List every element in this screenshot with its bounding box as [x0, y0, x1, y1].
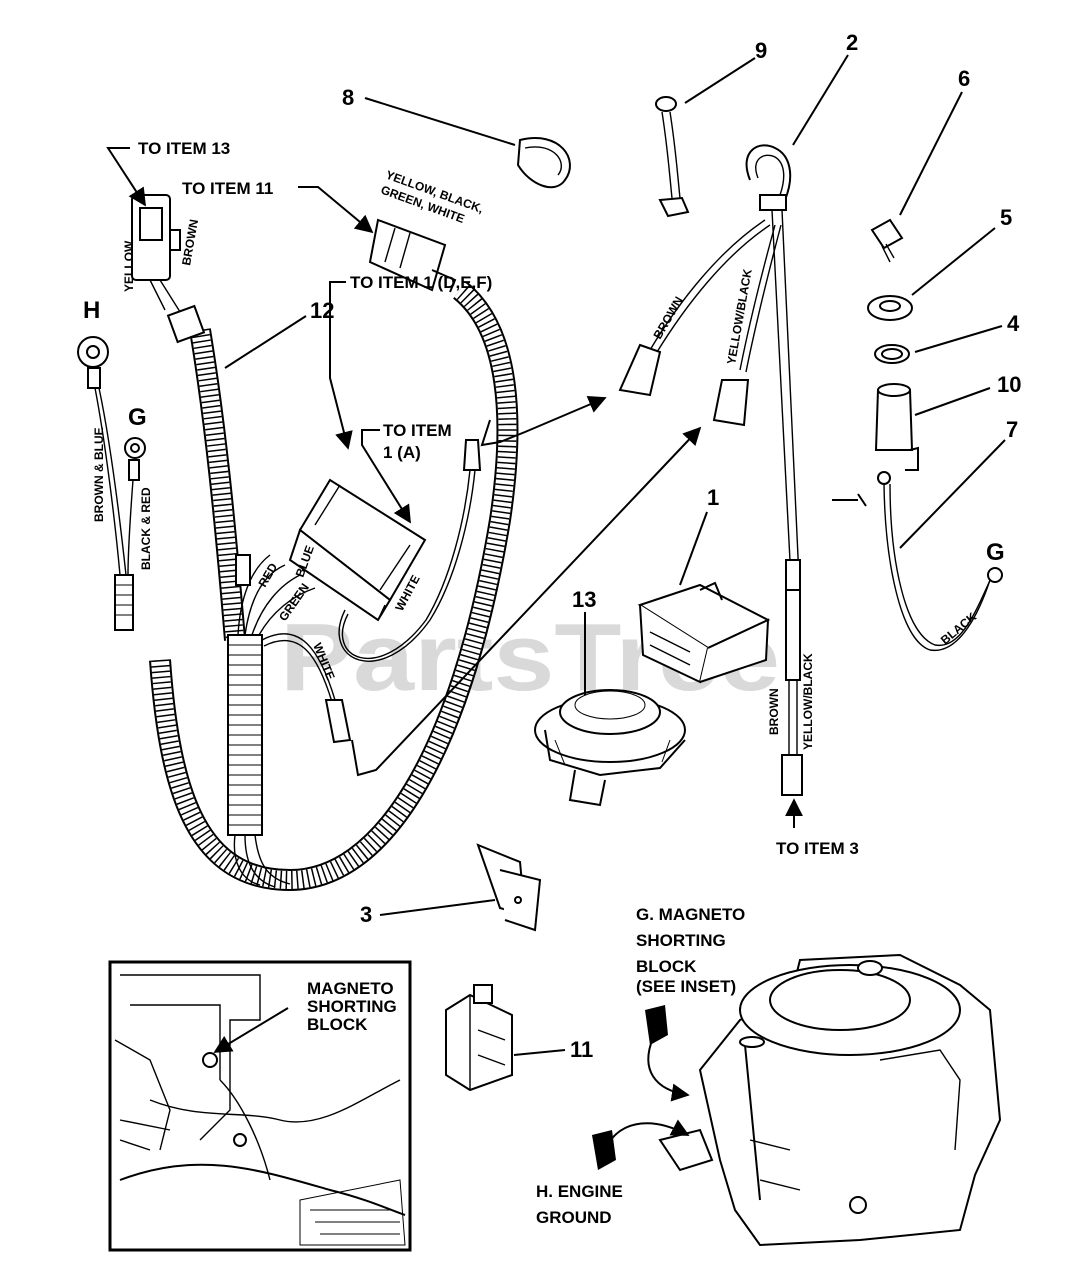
wire-label-brown: BROWN — [179, 218, 201, 266]
part-13-horn — [534, 689, 686, 807]
ground-letter-h: H — [83, 297, 100, 324]
callout-12: 12 — [310, 298, 334, 323]
callout-2: 2 — [846, 30, 858, 55]
part-5-nut — [867, 295, 913, 321]
callout-5: 5 — [1000, 205, 1012, 230]
inset-panel — [108, 960, 412, 1252]
callout-7: 7 — [1006, 417, 1018, 442]
wire-label-black: BLACK — [938, 609, 979, 647]
callout-4: 4 — [1007, 311, 1020, 336]
g-magneto-line3: BLOCK — [636, 957, 697, 976]
callout-11: 11 — [570, 1037, 593, 1062]
label-to-item-1a-line1: TO ITEM — [383, 421, 452, 440]
wire-label-black-and-red: BLACK & RED — [139, 487, 153, 570]
part-11-socket — [445, 984, 513, 1092]
part-10-ignition-switch — [874, 383, 919, 471]
wire-label-yellow: YELLOW — [122, 240, 136, 292]
g-magneto-line2: SHORTING — [636, 931, 726, 950]
label-to-item-13: TO ITEM 13 — [138, 139, 230, 158]
part-8-tie-strap — [516, 137, 571, 189]
callout-8: 8 — [342, 85, 354, 110]
plug-item-1a — [288, 439, 482, 662]
ground-letters: H G G — [83, 297, 1005, 566]
part-7-ground-lead — [832, 471, 1003, 651]
wire-label-brown-lower: BROWN — [767, 688, 781, 735]
ground-terminal-h-g-left — [77, 336, 146, 576]
label-to-item-1a-line2: 1 (A) — [383, 443, 421, 462]
callout-13: 13 — [572, 587, 596, 612]
inset-label-line1: MAGNETO — [307, 979, 394, 998]
inset-label-line2: SHORTING — [307, 997, 397, 1016]
label-to-item-1-def: TO ITEM 1 (D,E,F) — [350, 273, 492, 292]
ground-letter-g-left: G — [128, 404, 147, 431]
part-3-bracket — [476, 843, 542, 932]
callouts: 1 2 3 4 5 6 7 8 9 10 11 12 13 — [310, 30, 1021, 1062]
connector-to-item-13 — [131, 194, 206, 344]
part-9-ground-wire — [655, 96, 690, 218]
wire-label-yellow-black-lower: YELLOW/BLACK — [801, 653, 815, 750]
label-to-item-11: TO ITEM 11 — [182, 179, 273, 198]
terminal-white — [324, 699, 352, 744]
callout-6: 6 — [958, 66, 970, 91]
h-engine-line1: H. ENGINE — [536, 1182, 623, 1201]
h-engine-line2: GROUND — [536, 1208, 612, 1227]
ground-letter-g-right: G — [986, 539, 1005, 566]
g-magneto-line1: G. MAGNETO — [636, 905, 745, 924]
part-6-key — [870, 218, 904, 263]
inset-label-line3: BLOCK — [307, 1015, 368, 1034]
engine — [658, 953, 1002, 1247]
label-to-item-3: TO ITEM 3 — [776, 839, 859, 858]
see-inset: (SEE INSET) — [636, 977, 736, 996]
part-2-harness — [618, 144, 803, 796]
part-4-washer — [874, 344, 910, 364]
connector-to-item-11 — [368, 218, 457, 293]
wiring-harness-12 — [114, 281, 519, 892]
wire-label-brown-and-blue: BROWN & BLUE — [92, 427, 106, 522]
callout-10: 10 — [997, 372, 1021, 397]
callout-9: 9 — [755, 38, 767, 63]
callout-3: 3 — [360, 902, 372, 927]
part-1-connector — [637, 581, 771, 684]
leader-lines — [106, 54, 1006, 1170]
callout-1: 1 — [707, 485, 719, 510]
labels: TO ITEM 13 TO ITEM 11 TO ITEM 1 (D,E,F) … — [138, 139, 859, 1227]
